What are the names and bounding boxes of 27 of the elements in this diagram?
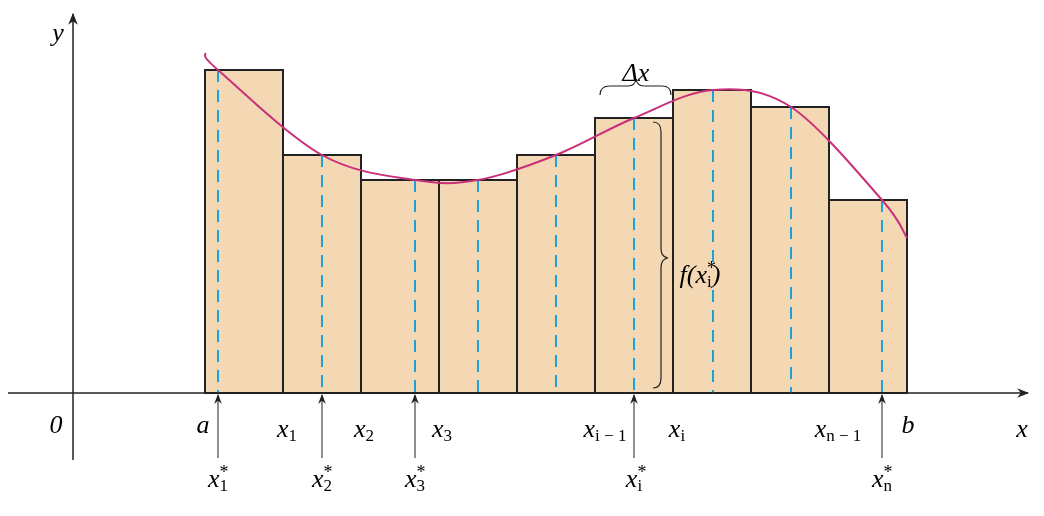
rectangle	[204, 69, 284, 394]
axis-label: x$_{3}$	[430, 416, 453, 442]
rectangle	[594, 117, 674, 394]
axis-label: x$_{i}$	[667, 416, 687, 442]
axis-label: Δx	[620, 60, 651, 86]
rectangle	[516, 154, 596, 394]
axis-label: x$_{n − 1}$	[813, 416, 863, 442]
arrow	[878, 394, 886, 459]
rectangle	[828, 199, 908, 394]
rectangle	[672, 89, 752, 394]
axis-label: y	[50, 20, 65, 46]
arrow	[214, 394, 222, 459]
rectangle	[282, 154, 362, 394]
axis-label: b	[900, 412, 916, 438]
axis-label: x$_{2}$	[352, 416, 375, 442]
rectangle	[750, 106, 830, 394]
axis-label: 0	[48, 412, 64, 438]
arrow	[318, 394, 326, 459]
arrow	[630, 394, 638, 459]
rectangle	[360, 179, 440, 394]
axis-label: a	[195, 412, 211, 438]
axis-label: f(x$^{*}$$_{i}$)	[677, 262, 723, 288]
axis-label: x	[1015, 416, 1029, 442]
rectangle	[438, 179, 518, 394]
arrow	[411, 394, 419, 459]
axis-label: x$_{1}$	[275, 416, 298, 442]
axis-label: x$_{i − 1}$	[582, 416, 628, 442]
